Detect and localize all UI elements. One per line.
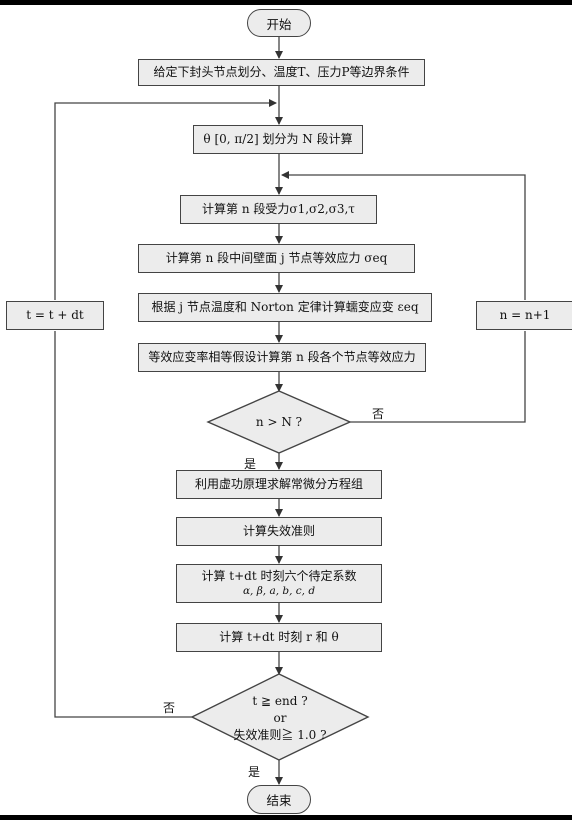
edge-nloop-return: [281, 171, 526, 300]
decision-n-check-text: n > N ?: [210, 411, 348, 433]
step-eq-stress-label: 计算第 n 段中间壁面 j 节点等效应力 σeq: [165, 251, 388, 265]
step-force-label: 计算第 n 段受力σ1,σ2,σ3,τ: [202, 202, 355, 216]
n-step-label: n = n+1: [499, 308, 551, 322]
step-init-box: 给定下封头节点划分、温度T、压力P等边界条件: [138, 59, 425, 86]
decision-end-line1: t ≧ end ?: [252, 693, 308, 708]
step-init-label: 给定下封头节点划分、温度T、压力P等边界条件: [153, 65, 410, 79]
time-step-label: t = t + dt: [26, 308, 84, 322]
step-r-theta-label: 计算 t+dt 时刻 r 和 θ: [219, 630, 339, 644]
step-force-box: 计算第 n 段受力σ1,σ2,σ3,τ: [180, 195, 377, 224]
step-virtual-work-label: 利用虚功原理求解常微分方程组: [194, 477, 363, 491]
n-step-box: n = n+1: [476, 301, 572, 330]
decision-n-check: [206, 390, 352, 454]
end-terminal: 结束: [247, 785, 311, 814]
decision-n-check-label: n > N ?: [255, 414, 303, 429]
n-check-no-label: 否: [372, 407, 385, 421]
top-border: [0, 0, 572, 5]
n-check-yes-label: 是: [244, 457, 257, 471]
step-equal-strain-box: 等效应变率相等假设计算第 n 段各个节点等效应力: [138, 343, 426, 372]
end-check-no-label: 否: [163, 701, 176, 715]
bottom-border: [0, 815, 572, 820]
start-terminal: 开始: [247, 9, 311, 37]
step-eq-stress-box: 计算第 n 段中间壁面 j 节点等效应力 σeq: [138, 244, 415, 273]
edge-timeloop-return: [54, 99, 277, 300]
time-step-box: t = t + dt: [6, 301, 104, 330]
decision-end-check-text: t ≧ end ? or 失效准则≧ 1.0 ?: [196, 691, 364, 745]
step-creep-label: 根据 j 节点温度和 Norton 定律计算蠕变应变 εeq: [151, 300, 419, 314]
decision-end-line2: or: [273, 710, 287, 725]
step-failure-box: 计算失效准则: [176, 517, 382, 546]
decision-end-line3: 失效准则≧ 1.0 ?: [233, 727, 327, 742]
end-check-yes-label: 是: [248, 765, 261, 779]
decision-end-check: [190, 673, 370, 761]
step-coefficients-box: 计算 t+dt 时刻六个待定系数 α, β, a, b, c, d: [176, 564, 382, 603]
step-split-label: θ [0, π/2] 划分为 N 段计算: [203, 132, 353, 146]
edge-endcheck-no: [54, 331, 192, 718]
step-virtual-work-box: 利用虚功原理求解常微分方程组: [176, 470, 382, 499]
step-coefficients-label: 计算 t+dt 时刻六个待定系数: [201, 568, 357, 583]
step-equal-strain-label: 等效应变率相等假设计算第 n 段各个节点等效应力: [148, 350, 416, 364]
step-split-box: θ [0, π/2] 划分为 N 段计算: [193, 125, 363, 154]
end-label: 结束: [266, 793, 292, 808]
start-label: 开始: [266, 16, 292, 32]
step-failure-label: 计算失效准则: [242, 524, 315, 538]
step-creep-box: 根据 j 节点温度和 Norton 定律计算蠕变应变 εeq: [138, 293, 432, 322]
edge-ncheck-no: [350, 331, 526, 423]
step-r-theta-box: 计算 t+dt 时刻 r 和 θ: [176, 623, 382, 652]
step-coefficients-list: α, β, a, b, c, d: [242, 584, 316, 597]
